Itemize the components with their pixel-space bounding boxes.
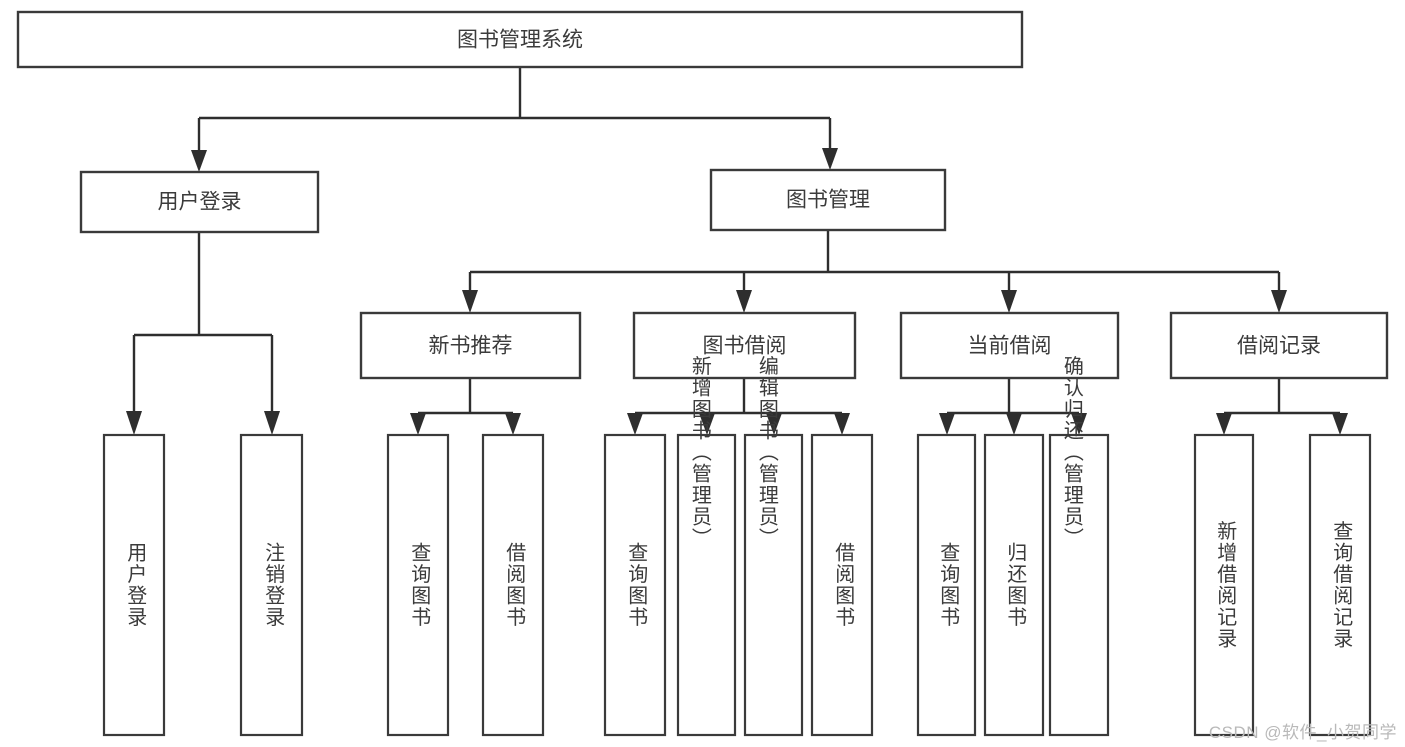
node-leaf-query-book-1-label: 查询图书 <box>408 542 431 628</box>
arrow-user-login <box>191 150 207 172</box>
arrow-leaf-user-login <box>126 411 142 435</box>
node-book-borrow-box[interactable] <box>632 311 857 380</box>
node-leaf-query-book-3-box[interactable] <box>916 433 977 737</box>
node-leaf-query-record-box[interactable] <box>1308 433 1372 737</box>
node-current-borrow[interactable]: 当前借阅 <box>899 311 1120 380</box>
arrow-leaf-borrow-book-1 <box>505 413 521 435</box>
arrow-leaf-add-book <box>699 413 715 435</box>
node-new-book-rec-label: 新书推荐 <box>429 335 513 358</box>
node-new-book-rec-box[interactable] <box>359 311 582 380</box>
node-leaf-add-book-label: 新增图书（管理员） <box>688 355 711 549</box>
arrow-new-book-rec <box>462 290 478 313</box>
arrow-leaf-borrow-book-2 <box>834 413 850 435</box>
node-book-borrow[interactable]: 图书借阅 <box>632 311 857 380</box>
node-book-manage-box[interactable] <box>709 168 947 232</box>
node-leaf-borrow-book-1-box[interactable] <box>481 433 545 737</box>
node-book-manage-label: 图书管理 <box>786 189 870 212</box>
node-user-login-box[interactable] <box>79 170 320 234</box>
node-leaf-confirm-return[interactable]: 确认归还（管理员） <box>1048 355 1110 737</box>
node-current-borrow-label: 当前借阅 <box>968 335 1052 358</box>
node-leaf-edit-book-box[interactable] <box>743 433 804 737</box>
node-leaf-query-book-1-box[interactable] <box>386 433 450 737</box>
node-user-login[interactable]: 用户登录 <box>79 170 320 234</box>
arrow-leaf-edit-book <box>766 413 782 435</box>
node-leaf-add-book-box[interactable] <box>676 433 737 737</box>
node-leaf-user-login-box[interactable] <box>102 433 166 737</box>
node-leaf-query-record-label: 查询借阅记录 <box>1330 520 1353 649</box>
node-borrow-record-label: 借阅记录 <box>1237 335 1321 358</box>
node-leaf-query-book-2[interactable]: 查询图书 <box>603 433 667 737</box>
node-leaf-query-book-2-box[interactable] <box>603 433 667 737</box>
arrow-current-borrow <box>1001 290 1017 313</box>
node-leaf-confirm-return-box[interactable] <box>1048 433 1110 737</box>
arrow-book-manage <box>822 148 838 170</box>
arrow-leaf-query-record <box>1332 413 1348 435</box>
node-current-borrow-box[interactable] <box>899 311 1120 380</box>
node-leaf-add-book[interactable]: 新增图书（管理员） <box>676 355 737 737</box>
node-borrow-record[interactable]: 借阅记录 <box>1169 311 1389 380</box>
node-book-borrow-label: 图书借阅 <box>703 335 787 358</box>
node-root[interactable]: 图书管理系统 <box>16 10 1024 69</box>
connector-layer <box>126 67 1348 435</box>
node-book-manage[interactable]: 图书管理 <box>709 168 947 232</box>
arrow-borrow-record <box>1271 290 1287 313</box>
node-leaf-add-record[interactable]: 新增借阅记录 <box>1193 433 1255 737</box>
node-leaf-borrow-book-1-label: 借阅图书 <box>503 542 526 628</box>
arrow-leaf-return-book <box>1006 413 1022 435</box>
node-leaf-query-book-3[interactable]: 查询图书 <box>916 433 977 737</box>
node-new-book-rec[interactable]: 新书推荐 <box>359 311 582 380</box>
node-borrow-record-box[interactable] <box>1169 311 1389 380</box>
node-leaf-borrow-book-2[interactable]: 借阅图书 <box>810 433 874 737</box>
node-leaf-return-book[interactable]: 归还图书 <box>983 433 1045 737</box>
node-root-box[interactable] <box>16 10 1024 69</box>
node-leaf-logout-label: 注销登录 <box>262 542 285 628</box>
node-leaf-borrow-book-2-label: 借阅图书 <box>832 542 855 628</box>
node-leaf-edit-book[interactable]: 编辑图书（管理员） <box>743 355 804 737</box>
node-leaf-query-record[interactable]: 查询借阅记录 <box>1308 433 1372 737</box>
node-leaf-return-book-box[interactable] <box>983 433 1045 737</box>
arrow-leaf-logout <box>264 411 280 435</box>
node-leaf-user-login-label: 用户登录 <box>124 542 147 628</box>
node-leaf-query-book-3-label: 查询图书 <box>937 542 960 628</box>
arrow-book-borrow <box>736 290 752 313</box>
node-leaf-borrow-book-1[interactable]: 借阅图书 <box>481 433 545 737</box>
node-leaf-logout[interactable]: 注销登录 <box>239 433 304 737</box>
node-leaf-user-login[interactable]: 用户登录 <box>102 433 166 737</box>
arrow-leaf-add-record <box>1216 413 1232 435</box>
node-leaf-add-record-label: 新增借阅记录 <box>1214 520 1237 649</box>
node-leaf-query-book-1[interactable]: 查询图书 <box>386 433 450 737</box>
node-leaf-query-book-2-label: 查询图书 <box>625 542 648 628</box>
node-leaf-confirm-return-label: 确认归还（管理员） <box>1060 355 1083 549</box>
node-user-login-label: 用户登录 <box>158 191 242 214</box>
node-leaf-borrow-book-2-box[interactable] <box>810 433 874 737</box>
arrow-leaf-query-book-1 <box>410 413 426 435</box>
arrow-leaf-confirm-return <box>1071 413 1087 435</box>
node-leaf-logout-box[interactable] <box>239 433 304 737</box>
arrow-leaf-query-book-2 <box>627 413 643 435</box>
node-root-label: 图书管理系统 <box>457 29 583 52</box>
node-leaf-return-book-label: 归还图书 <box>1004 542 1027 628</box>
node-leaf-edit-book-label: 编辑图书（管理员） <box>755 355 778 549</box>
node-leaf-add-record-box[interactable] <box>1193 433 1255 737</box>
arrow-leaf-query-book-3 <box>939 413 955 435</box>
